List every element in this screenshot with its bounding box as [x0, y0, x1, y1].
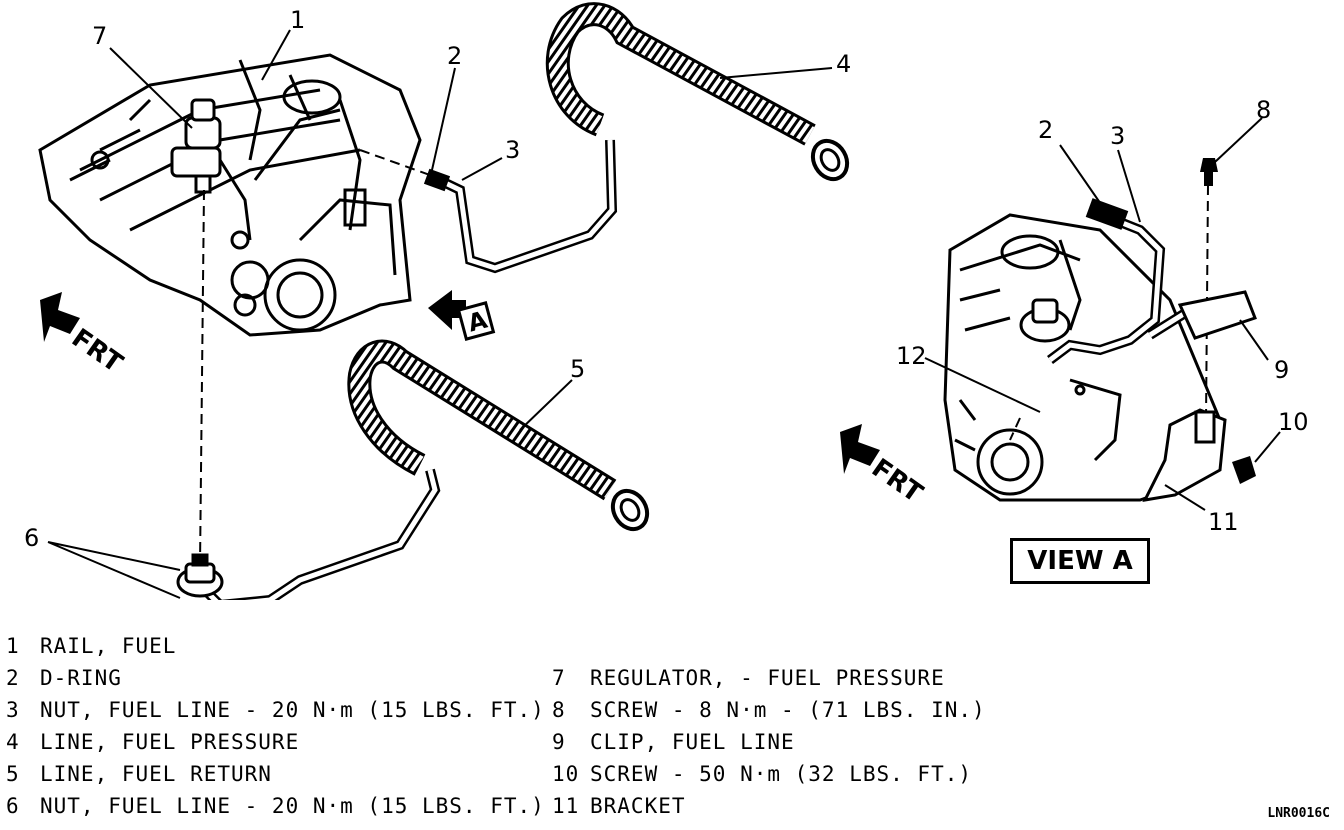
- legend-item: 5 LINE, FUEL RETURN: [6, 758, 545, 790]
- front-direction-arrow: FRT: [40, 292, 128, 379]
- legend-number: 10: [552, 762, 580, 786]
- legend-number: 1: [6, 634, 20, 658]
- callout-4: 4: [836, 50, 851, 78]
- legend-number: 8: [552, 698, 566, 722]
- legend-text: REGULATOR, - FUEL PRESSURE: [590, 666, 945, 690]
- legend-text: LINE, FUEL PRESSURE: [40, 730, 300, 754]
- legend-number: 11: [552, 794, 580, 818]
- view-a-marker: A: [428, 290, 496, 341]
- view-a-callout-11: 11: [1208, 508, 1239, 536]
- legend-item: 6 NUT, FUEL LINE - 20 N·m (15 LBS. FT.): [6, 790, 545, 822]
- legend-item: 7 REGULATOR, - FUEL PRESSURE: [552, 662, 986, 694]
- legend-number: 4: [6, 730, 20, 754]
- legend-item: 10 SCREW - 50 N·m (32 LBS. FT.): [552, 758, 986, 790]
- callout-numbers-main: 1 2 3 4 5 6 7: [24, 6, 851, 552]
- legend-number: 3: [6, 698, 20, 722]
- view-a-fuel-line-clip: [1177, 290, 1257, 340]
- view-a-callout-3: 3: [1110, 122, 1125, 150]
- legend-text: BRACKET: [590, 794, 686, 818]
- legend-text: D-RING: [40, 666, 122, 690]
- legend-text: NUT, FUEL LINE - 20 N·m (15 LBS. FT.): [40, 794, 545, 818]
- callout-6: 6: [24, 524, 39, 552]
- frt-label: FRT: [66, 323, 128, 379]
- view-a-callout-10: 10: [1278, 408, 1309, 436]
- view-a-callout-2: 2: [1038, 116, 1053, 144]
- view-a-callout-9: 9: [1274, 356, 1289, 384]
- leader-lines-main: [47, 29, 833, 599]
- view-a-label: VIEW A: [1027, 546, 1133, 576]
- legend-text: CLIP, FUEL LINE: [590, 730, 795, 754]
- fuel-line-nut: [176, 553, 224, 598]
- legend-item: 2 D-RING: [6, 662, 545, 694]
- legend-text: LINE, FUEL RETURN: [40, 762, 272, 786]
- view-a-screws: [1200, 158, 1256, 484]
- legend-item: 9 CLIP, FUEL LINE: [552, 726, 986, 758]
- view-a-label-box: VIEW A: [1010, 538, 1150, 584]
- callout-3: 3: [505, 136, 520, 164]
- legend-number: 5: [6, 762, 20, 786]
- legend-item: 4 LINE, FUEL PRESSURE: [6, 726, 545, 758]
- legend-text: RAIL, FUEL: [40, 634, 177, 658]
- legend-number: 2: [6, 666, 20, 690]
- callout-2: 2: [447, 42, 462, 70]
- legend-item: 1 RAIL, FUEL: [6, 630, 545, 662]
- legend-item: 3 NUT, FUEL LINE - 20 N·m (15 LBS. FT.): [6, 694, 545, 726]
- view-a-callout-8: 8: [1256, 96, 1271, 124]
- legend-text: SCREW - 50 N·m (32 LBS. FT.): [590, 762, 973, 786]
- legend-item: 11 BRACKET: [552, 790, 986, 822]
- legend-number: 7: [552, 666, 566, 690]
- callout-numbers-view-a: 2 3 8 9 10 11 12: [896, 96, 1309, 536]
- figure-reference-code: LNR0016C: [1267, 806, 1330, 821]
- legend-number: 6: [6, 794, 20, 818]
- fuel-pressure-regulator: [170, 98, 252, 250]
- legend-text: NUT, FUEL LINE - 20 N·m (15 LBS. FT.): [40, 698, 545, 722]
- leader-lines-view-a: [924, 117, 1281, 511]
- legend-number: 9: [552, 730, 566, 754]
- callout-7: 7: [92, 22, 107, 50]
- fuel-return-line: [201, 339, 650, 600]
- callout-1: 1: [290, 6, 305, 34]
- legend-item: 8 SCREW - 8 N·m - (71 LBS. IN.): [552, 694, 986, 726]
- legend-text: SCREW - 8 N·m - (71 LBS. IN.): [590, 698, 986, 722]
- engine-block-main: [38, 53, 422, 337]
- view-a-regulator: [1019, 298, 1071, 343]
- fuel-line-diagram: FRT A 1 2 3 4 5 6 7: [24, 2, 1309, 600]
- view-a-fuel-lines: [1047, 198, 1241, 364]
- view-a-callout-12: 12: [896, 342, 927, 370]
- parts-legend-right: 7 REGULATOR, - FUEL PRESSURE 8 SCREW - 8 N…: [552, 662, 986, 822]
- fuel-pressure-line: [423, 2, 850, 274]
- view-a-front-direction-arrow: FRT: [840, 424, 928, 509]
- callout-5: 5: [570, 355, 585, 383]
- view-a-frt-label: FRT: [866, 453, 928, 509]
- view-a-bracket: [1142, 408, 1227, 502]
